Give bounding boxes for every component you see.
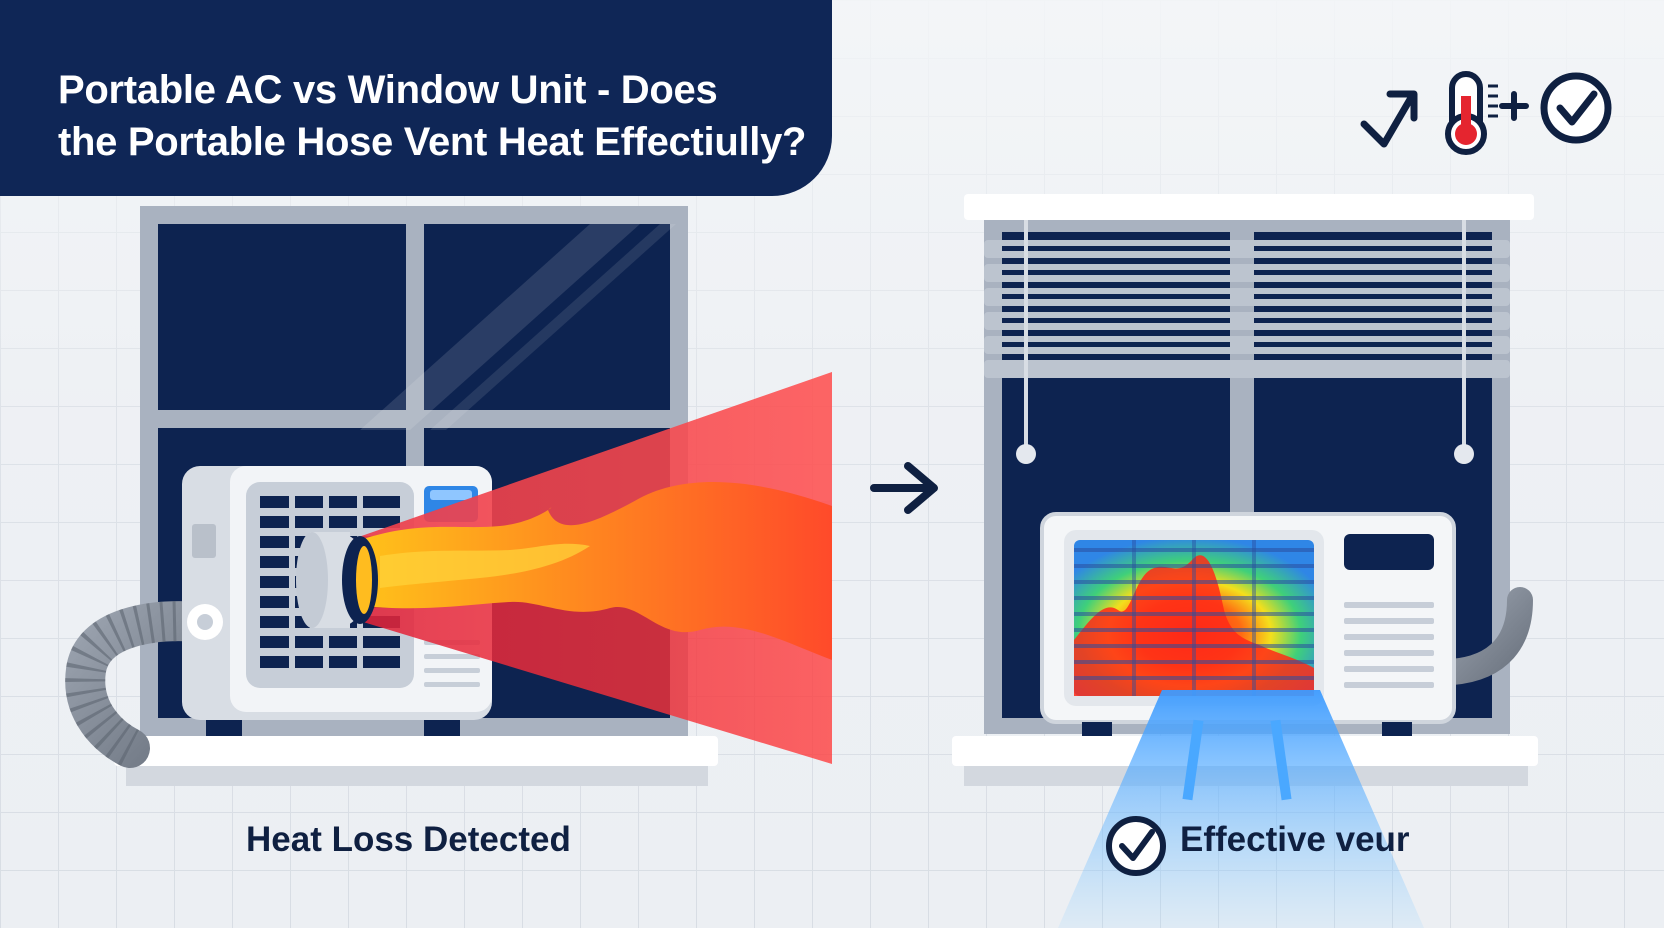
page-title-line-2: the Portable Hose Vent Heat Effectiully? [58, 120, 807, 164]
left-exhaust-hose [65, 601, 220, 768]
check-circle-icon [1540, 72, 1612, 144]
title-banner: Portable AC vs Window Unit - Does the Po… [0, 0, 832, 196]
page-title-line-1: Portable AC vs Window Unit - Does [58, 68, 718, 112]
arrow-right-icon [870, 462, 938, 514]
flame-plume [360, 482, 832, 660]
hose-vent-collar [296, 532, 378, 628]
caption-check-circle-icon [1106, 816, 1166, 876]
right-panel-caption: Effective veur [1180, 820, 1410, 859]
window-ac-unit [1040, 512, 1456, 736]
left-panel-caption: Heat Loss Detected [246, 820, 571, 859]
plus-icon [1499, 91, 1529, 121]
trend-arrow-icon [1360, 90, 1418, 148]
window-blinds [964, 194, 1534, 464]
right-drain-hose [1439, 587, 1533, 685]
thermometer-icon [1445, 71, 1498, 155]
